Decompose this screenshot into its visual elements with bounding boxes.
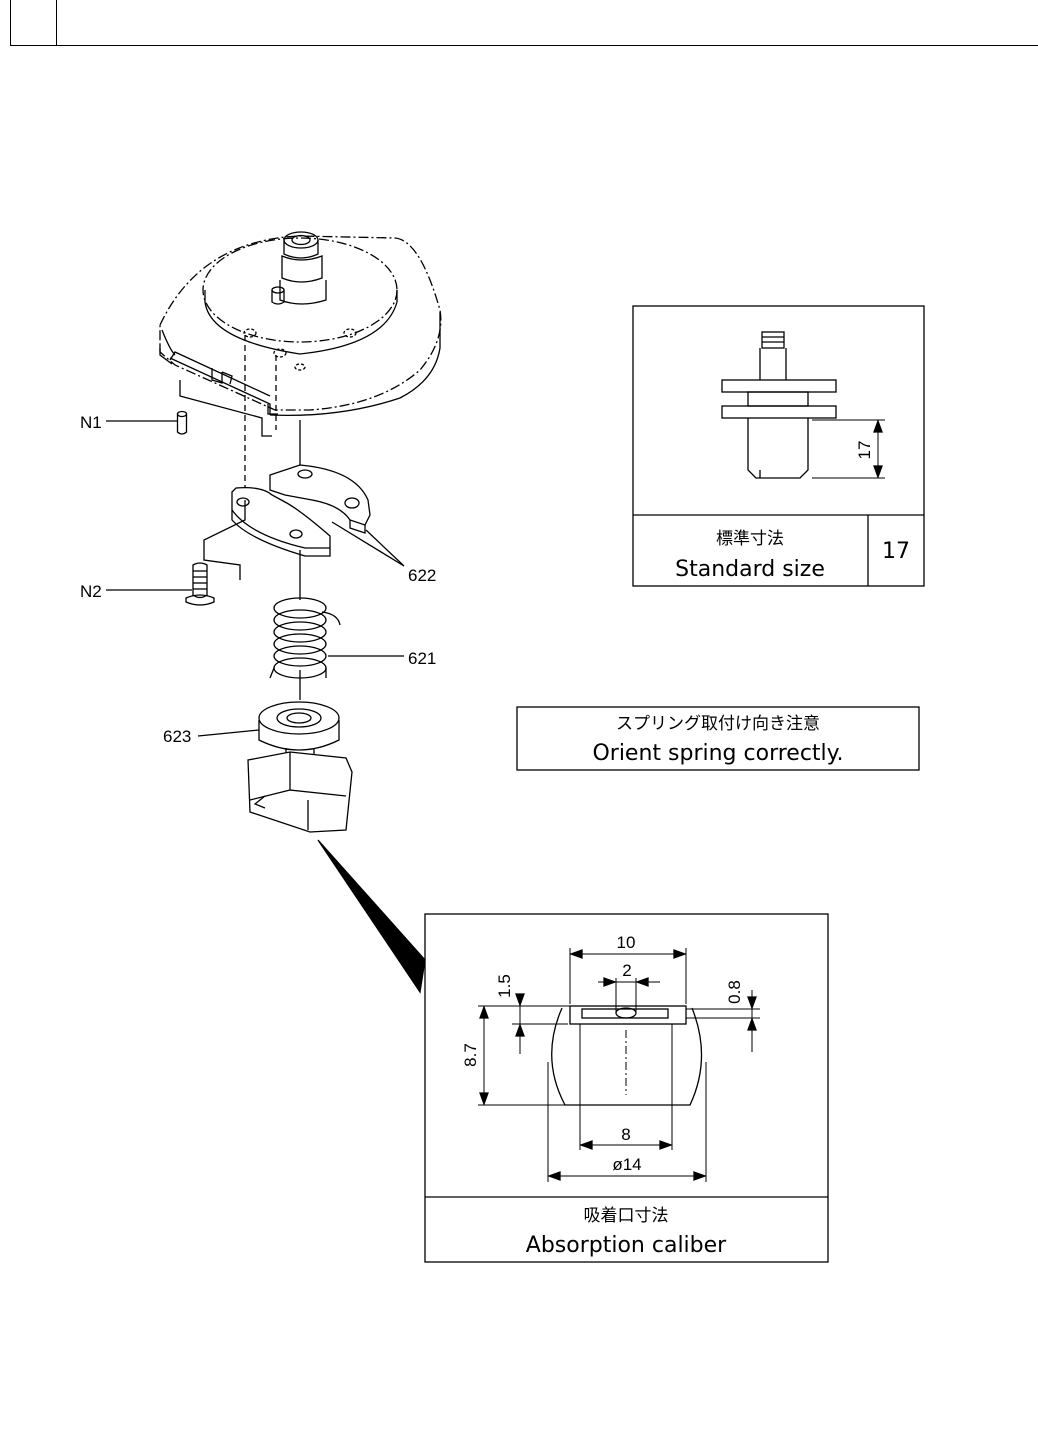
abs-dim-d14: ø14: [612, 1155, 641, 1174]
standard-size-label-en: Standard size: [675, 557, 825, 582]
abs-dim-2: 2: [622, 961, 631, 980]
abs-dim-1-5: 1.5: [495, 974, 514, 998]
n2-screw: [186, 563, 214, 605]
label-622: 622: [408, 566, 436, 585]
part-622-halves: [232, 465, 404, 566]
spring-note-en: Orient spring correctly.: [592, 741, 843, 766]
n1-pin: [178, 412, 187, 435]
standard-size-label-jp: 標準寸法: [716, 529, 784, 549]
part-623-nozzle: [248, 702, 352, 832]
standard-dim-17: 17: [855, 441, 874, 460]
spring-note-jp: スプリング取付け向き注意: [616, 714, 820, 734]
abs-dim-10: 10: [617, 933, 636, 952]
label-n1: N1: [80, 413, 102, 432]
abs-dim-8-7: 8.7: [461, 1043, 480, 1067]
623-leader: [198, 730, 259, 736]
abs-dim-0-8: 0.8: [725, 980, 744, 1004]
detail-pointer: [318, 840, 425, 992]
label-621: 621: [408, 649, 436, 668]
standard-size-value: 17: [882, 539, 910, 564]
absorption-label-en: Absorption caliber: [526, 1233, 727, 1258]
absorption-label-jp: 吸着口寸法: [584, 1206, 669, 1226]
label-623: 623: [163, 727, 191, 746]
abs-dim-8: 8: [621, 1125, 630, 1144]
part-621-spring: [270, 598, 404, 678]
label-n2: N2: [80, 582, 102, 601]
head-assembly: [160, 232, 441, 415]
